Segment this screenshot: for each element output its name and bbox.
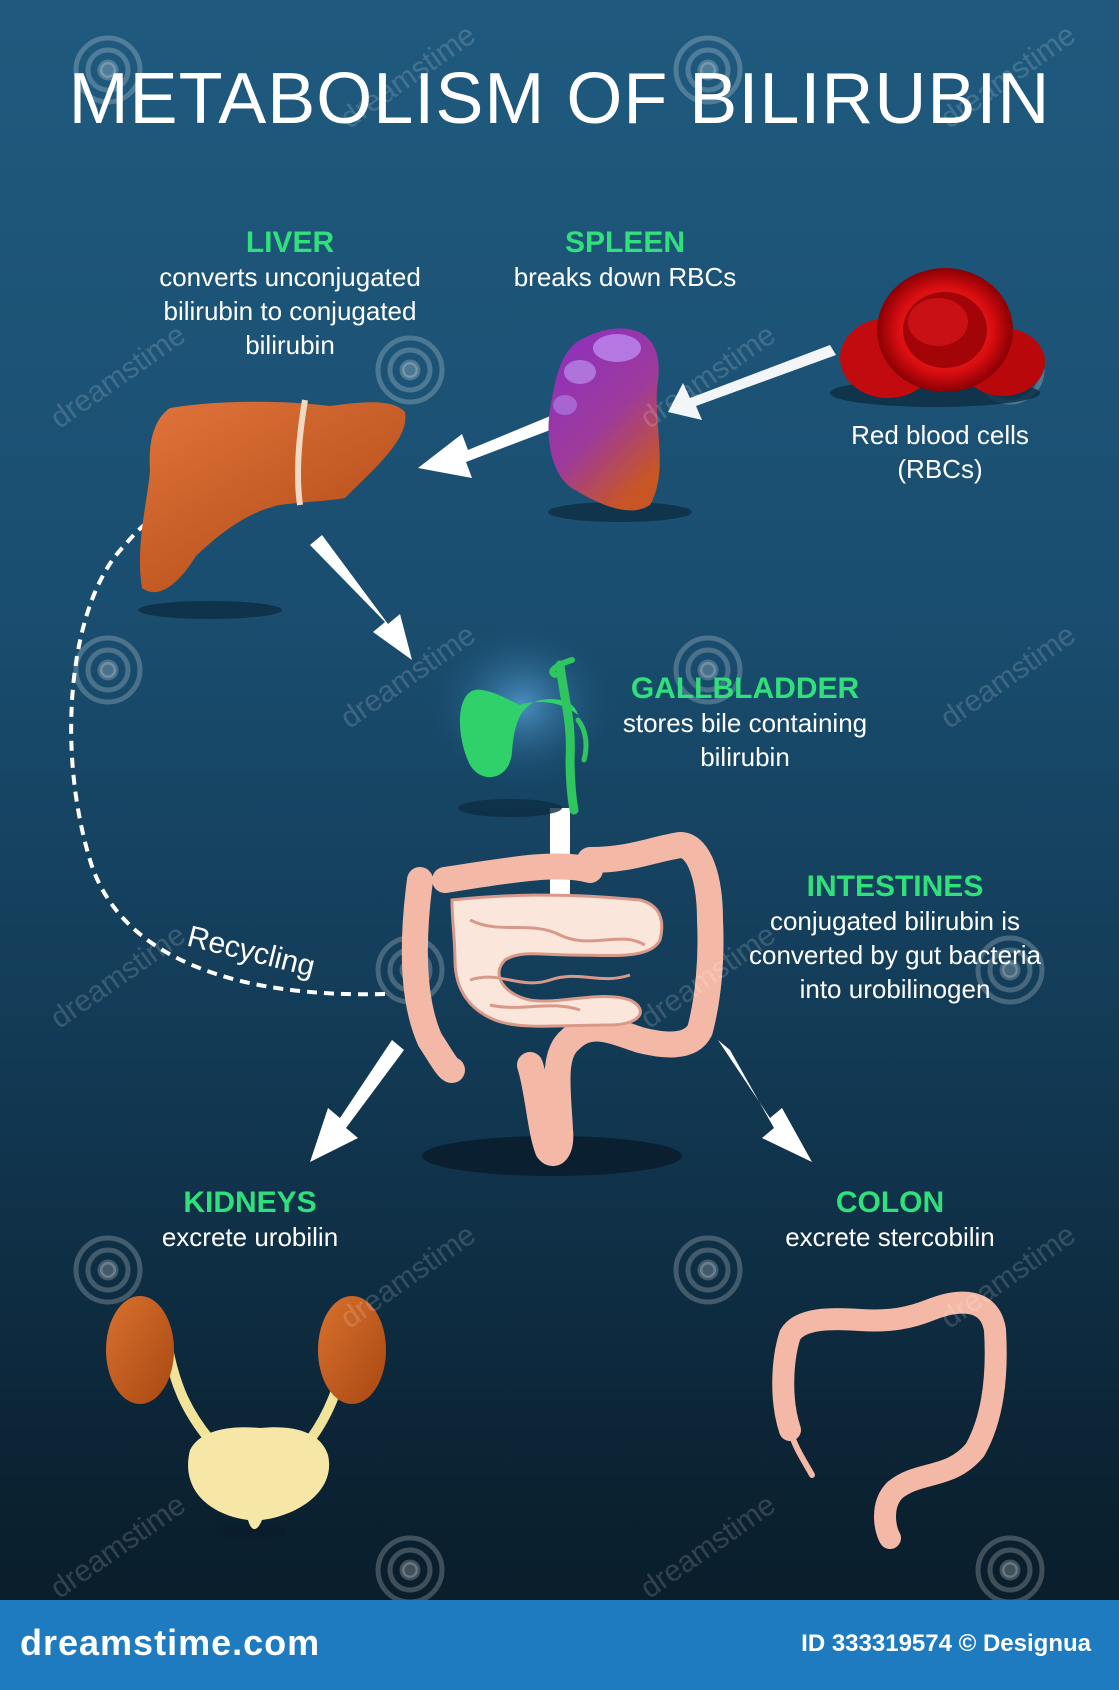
liver-description-line-2: bilirubin to conjugated [163, 296, 417, 326]
kidneys-label: KIDNEYS excrete urobilin [130, 1186, 370, 1254]
liver-heading: LIVER [245, 226, 335, 259]
flow-arrows [310, 345, 836, 1162]
arrow-liver-to-gallbladder-icon [310, 535, 412, 660]
rbc-description-line-2: (RBCs) [897, 454, 983, 484]
gallbladder-description-line-1: stores bile containing [622, 708, 868, 738]
liver-icon [138, 399, 406, 619]
red-blood-cells-icon [830, 268, 1045, 407]
liver-label: LIVER converts unconjugated bilirubin to… [130, 226, 450, 362]
gallbladder-label: GALLBLADDER stores bile containing bilir… [600, 672, 890, 774]
colon-icon [772, 1291, 1007, 1549]
intestines-heading: INTESTINES [806, 870, 984, 903]
gallbladder-heading: GALLBLADDER [630, 672, 860, 705]
spleen-description-line-1: breaks down RBCs [513, 262, 737, 292]
colon-label: COLON excrete stercobilin [760, 1186, 1020, 1254]
arrow-spleen-to-liver-icon [418, 412, 566, 478]
spleen-icon [548, 328, 692, 522]
kidneys-description-line-1: excrete urobilin [161, 1222, 339, 1252]
gallbladder-description-line-2: bilirubin [700, 742, 790, 772]
arrow-rbc-to-spleen-icon [668, 345, 836, 420]
footer-bar: dreamstime.com ID 333319574 © Designua [0, 1600, 1119, 1690]
liver-description-line-1: converts unconjugated [159, 262, 421, 292]
spleen-label: SPLEEN breaks down RBCs [480, 226, 770, 294]
spleen-heading: SPLEEN [564, 226, 686, 259]
kidneys-icon [106, 1296, 386, 1539]
intestines-description-line-3: into urobilinogen [799, 974, 991, 1004]
gallbladder-icon [427, 620, 617, 817]
arrow-gallbladder-to-intestines-icon [532, 808, 588, 955]
liver-description-line-3: bilirubin [245, 330, 335, 360]
intestines-icon [401, 832, 724, 1176]
intestines-description-line-1: conjugated bilirubin is [769, 906, 1021, 936]
page-title: METABOLISM OF BILIRUBIN [68, 59, 1051, 139]
intestines-description-line-2: converted by gut bacteria [749, 940, 1041, 970]
intestines-label: INTESTINES conjugated bilirubin is conve… [735, 870, 1055, 1006]
diagram-artwork [69, 268, 1045, 1549]
footer-image-id: ID 333319574 © Designua [801, 1630, 1091, 1657]
footer-site-name: dreamstime.com [20, 1622, 321, 1663]
rbc-label: Red blood cells (RBCs) [820, 418, 1060, 486]
recycling-arrow-icon [69, 462, 386, 997]
kidneys-heading: KIDNEYS [183, 1186, 317, 1219]
colon-heading: COLON [835, 1186, 945, 1219]
colon-description-line-1: excrete stercobilin [785, 1222, 995, 1252]
arrow-intestines-to-kidneys-icon [310, 1040, 404, 1162]
rbc-description-line-1: Red blood cells [851, 420, 1029, 450]
arrow-intestines-to-colon-icon [718, 1040, 812, 1162]
